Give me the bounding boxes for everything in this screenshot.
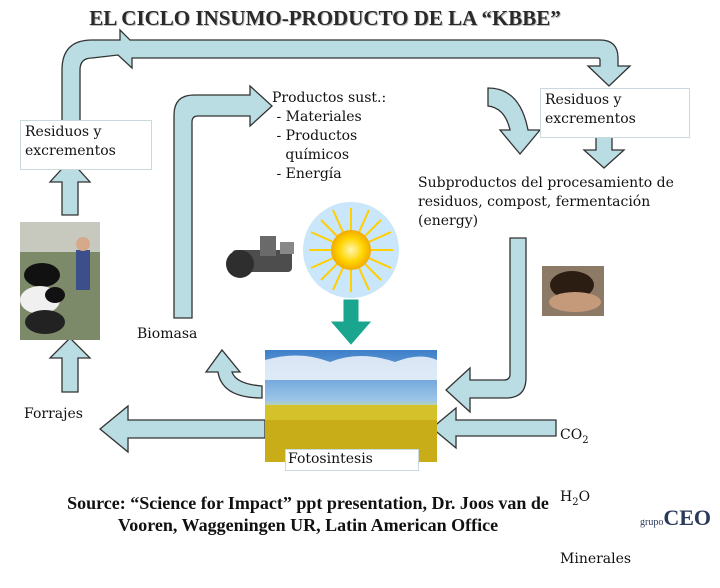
biomass-label: Biomasa [137,326,198,342]
top-cycle-arrow [61,28,632,131]
subproducts-label: Subproductos del procesamiento de residu… [418,175,674,229]
soil-photo [542,266,604,316]
products-label: Productos sust.: - Materiales - Producto… [272,90,387,182]
forage-label: Forrajes [24,406,83,422]
photosynthesis-label: Fotosintesis [285,449,419,471]
forage-up-arrow [48,337,92,393]
source-text: Source: “Science for Impact” ppt present… [67,493,549,535]
inputs-label: CO2 H2O Minerales [560,388,631,588]
cows-up-arrow [48,159,92,216]
h2o-label: H [560,488,573,505]
field-to-forage-arrow [98,404,266,454]
residues-curve-arrow [487,87,542,156]
h2o-suffix: O [578,488,591,505]
residues-right-label: Residuos y excrementos [540,88,690,138]
residues-left-label: Residuos y excrementos [20,120,152,170]
logo-name: CEO [663,505,712,530]
field-photo [265,350,437,462]
co2-subscript: 2 [582,434,589,446]
cows-photo [20,222,100,340]
logo-mark: grupoCEO [640,505,711,531]
minerals-label: Minerales [560,550,632,567]
sun-down-arrow [330,299,372,345]
machine-photo [220,225,302,293]
h2o-subscript: 2 [572,496,579,508]
subproducts-down-arrow [445,237,527,414]
source-caption: Source: “Science for Impact” ppt present… [8,492,608,536]
biomass-to-products-arrow [173,84,273,319]
logo-prefix: grupo [640,517,664,528]
page-title: EL CICLO INSUMO-PRODUCTO DE LA “KBBE” [89,6,561,30]
co2-to-field-arrow [430,406,557,450]
co2-label: CO [560,427,583,443]
field-to-biomass-arrow [204,348,263,399]
sun-icon [303,202,399,298]
